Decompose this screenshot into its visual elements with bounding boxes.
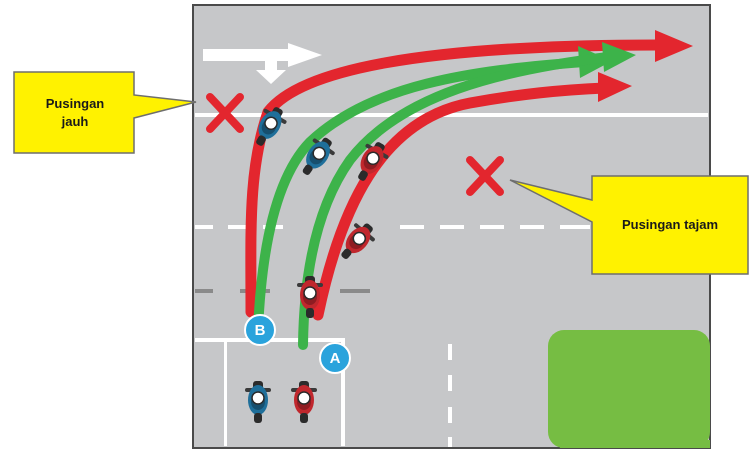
wrong-path-far-turn [245,30,693,318]
grass-corner [548,330,710,448]
direction-arrow-icon [203,43,322,84]
marker-a-badge: A [319,342,351,374]
svg-text:A: A [330,350,341,367]
wrong-cross-icon [466,156,504,196]
kerb-line-left [224,340,227,446]
svg-text:Pusingan tajam: Pusingan tajam [622,217,718,232]
svg-text:B: B [255,322,266,339]
callout-sharp-turn: Pusingan tajam [509,175,749,275]
badge-icon [244,314,276,346]
wrong-path-sharp-turn [312,72,632,321]
marker-b-badge: B [244,314,276,346]
wrong-cross-icon [206,93,244,133]
kerb-line-bottom [341,338,345,446]
callout-far-turn: Pusingan jauh [13,71,197,154]
correct-path-a [298,42,636,350]
badge-icon [319,342,351,374]
svg-text:Pusingan: Pusingan [46,96,105,111]
svg-text:jauh: jauh [61,114,89,129]
stop-line-top [195,113,708,117]
